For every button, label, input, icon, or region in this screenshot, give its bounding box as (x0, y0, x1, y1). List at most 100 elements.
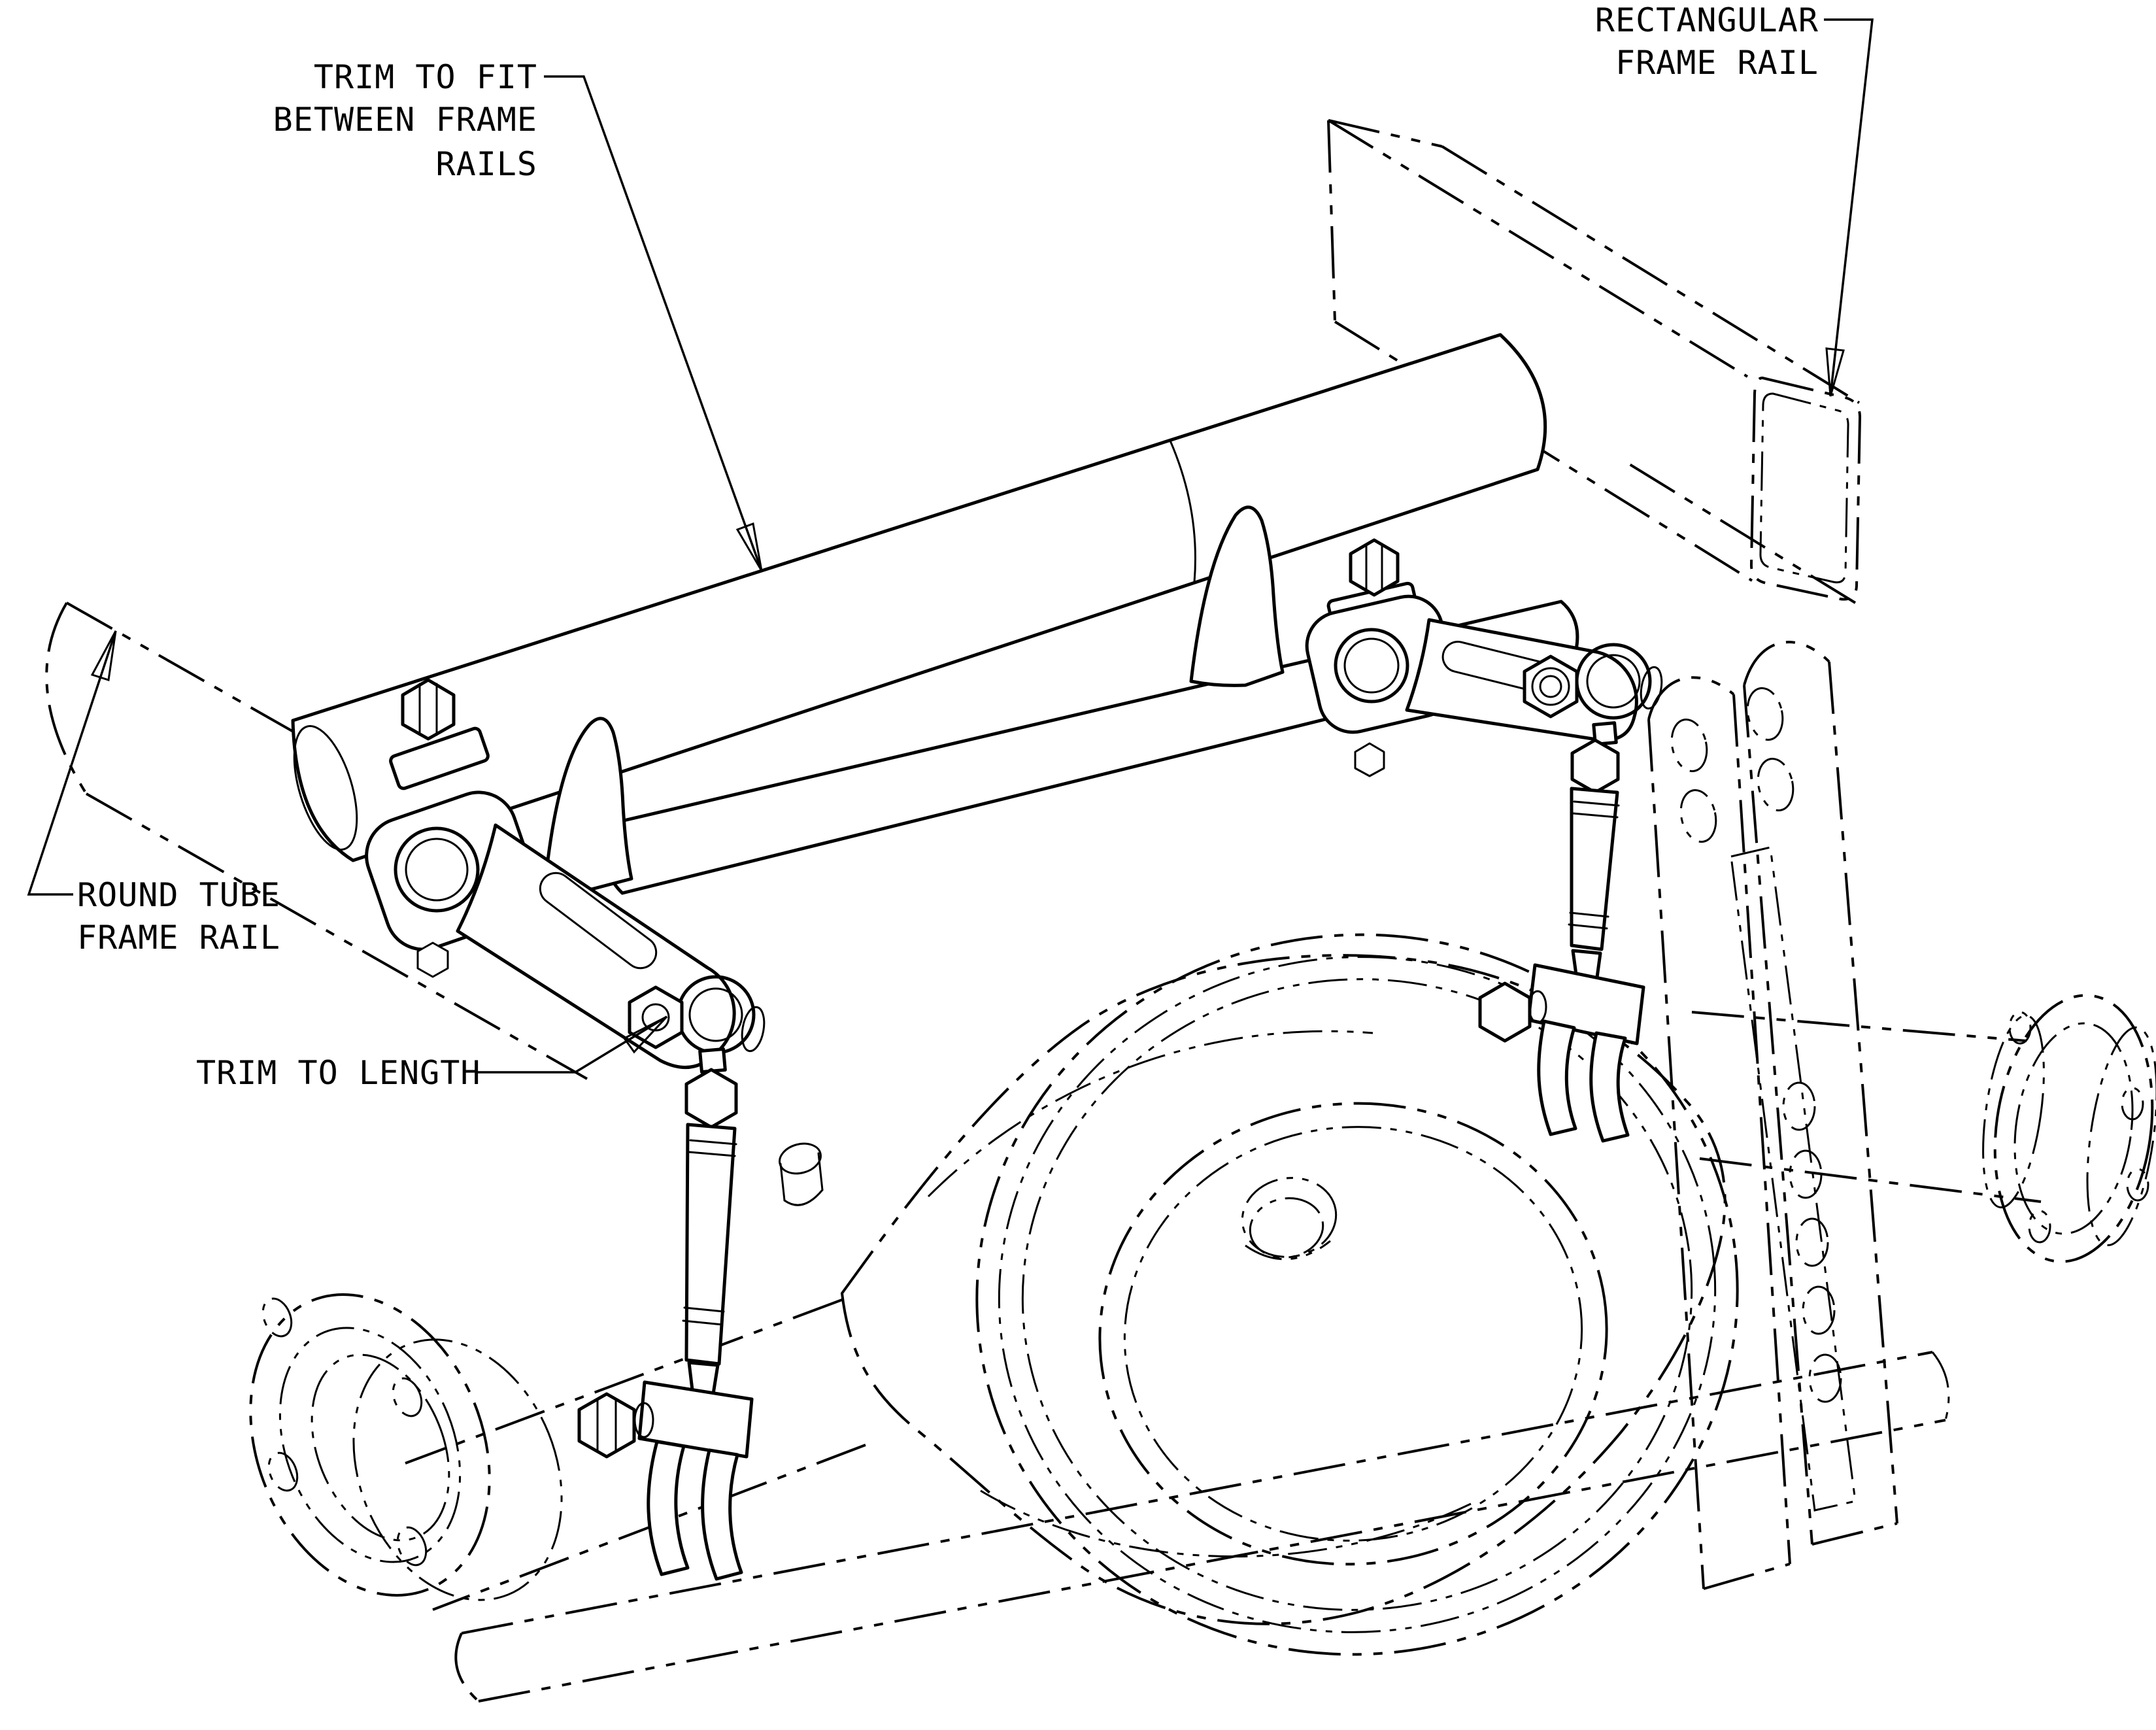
filler-plug-inner (1249, 1197, 1324, 1259)
rect-rail-near-bottom-edge (1624, 460, 1857, 604)
callout-text: FRAME RAIL (1615, 44, 1819, 82)
housing-bottom-contour (980, 1489, 1472, 1558)
right-spacer-washer (1640, 666, 1663, 710)
left-adjuster-sleeve (684, 1123, 737, 1366)
left-flange-bolt-hole (396, 1526, 428, 1567)
rect-rail-far-top-edge (1327, 119, 1749, 378)
leader-arrowhead (90, 630, 117, 681)
left-brake-flange-ring (352, 1338, 563, 1601)
lower-tube-right-end (1931, 1351, 1950, 1421)
filler-plug-boss (1245, 1240, 1331, 1261)
callout-text: FRAME RAIL (77, 919, 280, 957)
left-flange-bolt-hole (392, 1377, 423, 1417)
plate-hole (1746, 687, 1784, 741)
plate-hole (1782, 1081, 1816, 1131)
right-flange-bolt-hole (2008, 1011, 2032, 1045)
phantom-chassis-parts (45, 119, 2156, 1703)
callout-round-tube-frame-rail: ROUND TUBE FRAME RAIL (27, 630, 280, 957)
plate-hole (1802, 1285, 1836, 1335)
callout-text: ROUND TUBE (77, 876, 280, 914)
leader-line (475, 1015, 667, 1074)
leader-arrowhead (622, 1015, 668, 1054)
right-axle-tube-bottom-edge (1699, 1157, 2042, 1203)
left-arm-slot (539, 872, 658, 970)
right-pivot-bolt-tip (1539, 675, 1562, 698)
plate-strap (1730, 846, 1857, 1512)
left-clamp-bore-inner (405, 838, 469, 902)
left-spacer-washer (741, 1006, 766, 1053)
callout-rectangular-frame-rail: RECTANGULAR FRAME RAIL (1595, 1, 1874, 397)
right-gusset-fin (1189, 505, 1285, 687)
left-clamp-bore-outer (394, 826, 480, 913)
right-pivot-nut-ring (1531, 667, 1570, 706)
rect-rail-left-vertical-edge (1327, 120, 1336, 322)
right-adjuster-sleeve (1570, 787, 1619, 951)
right-adjuster-link (1478, 721, 1645, 1143)
vent-fitting (779, 1142, 824, 1206)
right-flange-outer (1993, 994, 2154, 1263)
rect-rail-end-face-outer (1749, 376, 1862, 601)
left-rod-end-inner (688, 987, 743, 1042)
rect-rail-end-face-inner (1759, 392, 1849, 584)
plate-hole (1757, 758, 1794, 811)
crossmember-kit (291, 333, 1663, 1581)
left-clevis-front-prong (647, 1440, 690, 1576)
right-clevis-bolt-washer (1528, 990, 1547, 1024)
right-flange-cap (2086, 1026, 2156, 1246)
right-clamp-lower-nut (1354, 742, 1385, 777)
callout-text: RAILS (435, 145, 537, 183)
left-clevis-block (637, 1380, 754, 1459)
left-axle-clevis (577, 1380, 754, 1581)
leader-line (544, 75, 763, 571)
sleeve-joint-seam (1169, 439, 1196, 583)
right-clamp-bolt-head (1349, 538, 1400, 597)
right-sleeve-grooves (1568, 800, 1620, 930)
shock-mount-plates (1647, 641, 1898, 1590)
right-axle-tube (1691, 994, 2156, 1263)
right-tube-weld-ring (1982, 1014, 2045, 1209)
lower-frame-tube (454, 1351, 1950, 1703)
right-clevis-rear-prong (1589, 1031, 1630, 1143)
left-flange-hub (311, 1353, 450, 1542)
cover-flange-ring-inner (1021, 978, 1693, 1611)
right-clamp-bolt-facets (1365, 543, 1383, 592)
housing-opening-outer (1098, 1102, 1608, 1566)
lower-tube-end-cap (454, 1633, 480, 1703)
callout-trim-to-length: TRIM TO LENGTH (196, 1015, 668, 1092)
right-rod-end-inner (1586, 654, 1641, 709)
left-axle-tube-top-edge (405, 1298, 843, 1465)
front-plate-right-edge (1732, 694, 1791, 1565)
lower-tube-bottom-edge (478, 1419, 1946, 1703)
axle-housing (779, 933, 1739, 1656)
left-clamp-lower-nut (416, 941, 449, 978)
right-clevis-bolt-head (1478, 981, 1532, 1043)
plate-hole (1679, 789, 1717, 843)
rear-plate-right-edge (1828, 661, 1898, 1524)
filler-plug-outer (1241, 1177, 1338, 1258)
rect-rail-left-top-edge (1328, 119, 1443, 148)
left-clevis-rear-prong (701, 1448, 743, 1581)
left-clamp-top-plate (389, 726, 490, 790)
left-clamp-bolt-facets (418, 683, 438, 736)
left-adjuster-link (577, 1047, 754, 1581)
right-flange-inner (2013, 1022, 2134, 1235)
leader-line (27, 630, 117, 896)
right-pivot-nut (1523, 654, 1579, 719)
vent-sides (779, 1152, 824, 1202)
right-axle-clevis (1478, 963, 1645, 1143)
right-jam-nut (1570, 738, 1620, 794)
lower-tube-top-edge (461, 1351, 1933, 1635)
left-link-shank (698, 1047, 727, 1074)
plate-hole (1795, 1217, 1829, 1267)
fishmouth-cope (293, 725, 358, 851)
plate-hole (1789, 1149, 1823, 1199)
leader-arrowhead (1825, 347, 1845, 397)
right-clamp-bore-outer (1334, 628, 1409, 704)
right-clamp-bore-inner (1343, 637, 1400, 694)
cover-flange-ring-middle (998, 956, 1717, 1633)
plate-bottom-edges (1703, 1522, 1898, 1590)
leader-arrowhead (735, 522, 763, 571)
left-clevis-bolt-head (577, 1392, 636, 1459)
housing-opening-inner (1123, 1126, 1583, 1542)
